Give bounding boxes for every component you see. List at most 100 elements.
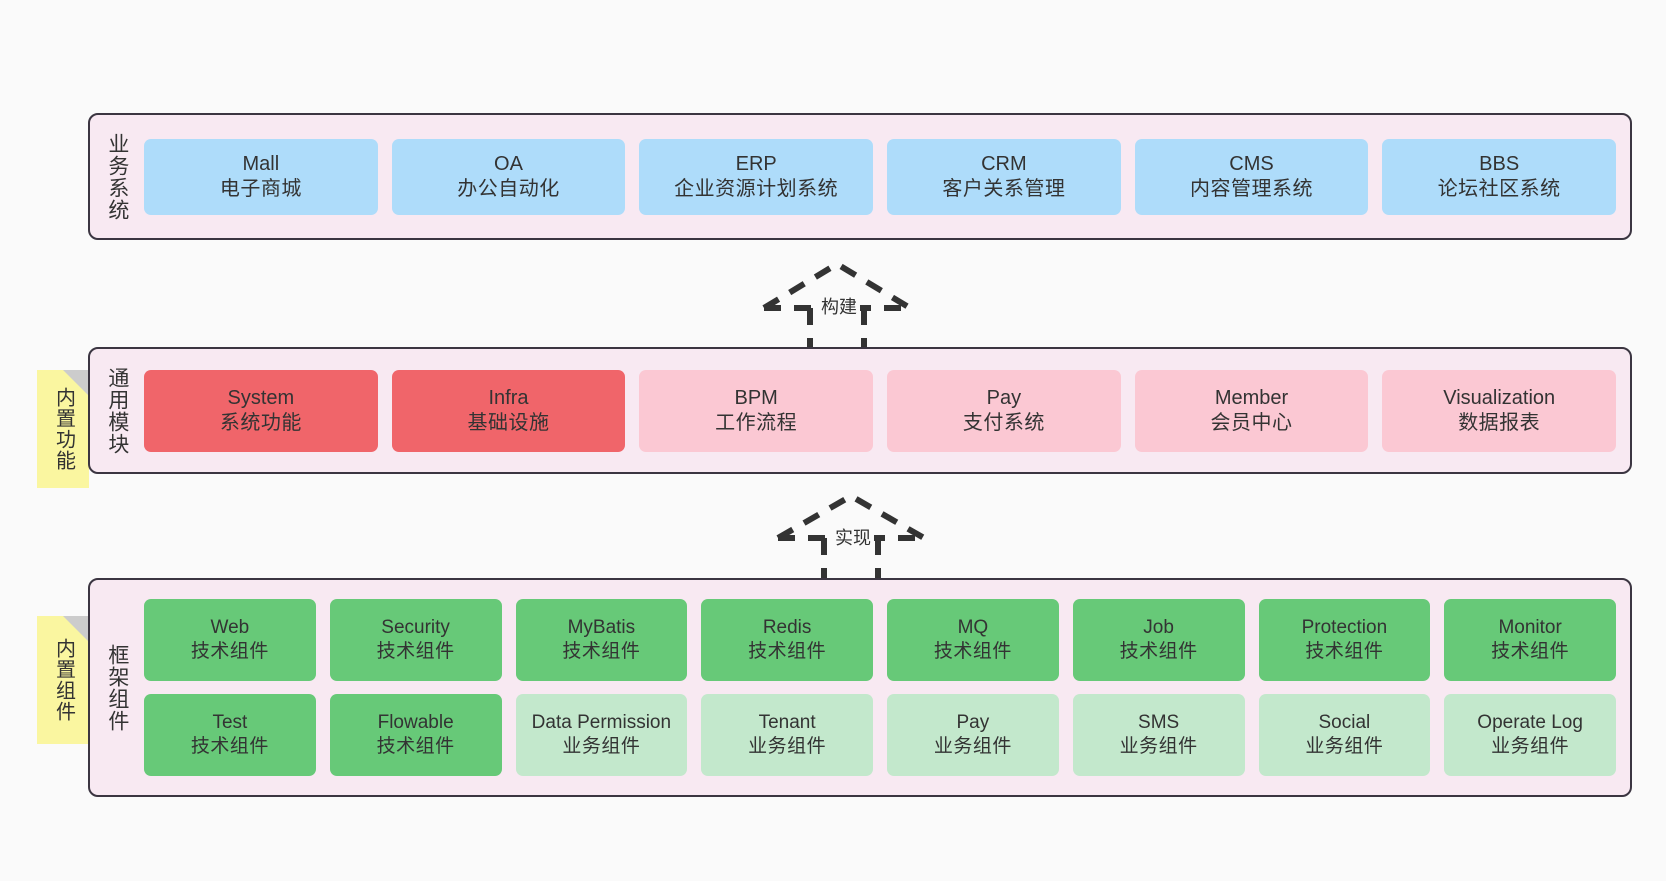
box-tenant-en: Tenant [758, 712, 816, 734]
box-cms-en: CMS [1229, 152, 1274, 175]
box-infra-cn: 基础设施 [467, 411, 550, 434]
box-protection[interactable]: Protection 技术组件 [1258, 599, 1431, 681]
box-redis[interactable]: Redis 技术组件 [701, 599, 873, 681]
layer-common-modules: 通用模块 System 系统功能 Infra 基础设施 BPM 工作流程 Pay… [88, 347, 1632, 474]
box-protection-cn: 技术组件 [1305, 641, 1384, 662]
box-crm[interactable]: CRM 客户关系管理 [887, 138, 1121, 215]
box-web[interactable]: Web 技术组件 [144, 599, 316, 681]
box-system-en: System [227, 386, 295, 409]
relation-build-label: 构建 [818, 293, 860, 319]
box-mybatis-en: MyBatis [567, 617, 636, 639]
box-bpm-cn: 工作流程 [715, 411, 798, 434]
box-erp-cn: 企业资源计划系统 [674, 177, 839, 200]
box-redis-en: Redis [762, 617, 812, 639]
layer-framework-components-body: Web 技术组件 Security 技术组件 MyBatis 技术组件 Redi… [144, 580, 1630, 795]
box-oa-en: OA [494, 152, 523, 175]
box-social[interactable]: Social 业务组件 [1258, 694, 1431, 776]
box-member-cn: 会员中心 [1210, 411, 1293, 434]
box-flowable[interactable]: Flowable 技术组件 [329, 694, 502, 776]
box-data-permission-en: Data Permission [531, 712, 672, 734]
box-security-en: Security [381, 617, 450, 639]
box-monitor[interactable]: Monitor 技术组件 [1444, 599, 1616, 681]
box-operate-log[interactable]: Operate Log 业务组件 [1444, 694, 1616, 776]
box-mybatis[interactable]: MyBatis 技术组件 [515, 599, 688, 681]
box-bbs-en: BBS [1479, 152, 1520, 175]
box-test[interactable]: Test 技术组件 [144, 694, 316, 776]
box-web-en: Web [210, 617, 250, 639]
box-flowable-cn: 技术组件 [376, 736, 455, 757]
box-cms[interactable]: CMS 内容管理系统 [1134, 138, 1369, 215]
box-mq-en: MQ [957, 617, 989, 639]
box-web-cn: 技术组件 [190, 641, 269, 662]
box-visualization-en: Visualization [1443, 386, 1556, 409]
box-sms[interactable]: SMS 业务组件 [1072, 694, 1245, 776]
box-member[interactable]: Member 会员中心 [1134, 369, 1369, 452]
box-bbs[interactable]: BBS 论坛社区系统 [1382, 138, 1617, 215]
box-bbs-cn: 论坛社区系统 [1437, 177, 1561, 200]
framework-business-row: Test 技术组件 Flowable 技术组件 Data Permission … [144, 694, 1616, 776]
box-mybatis-cn: 技术组件 [562, 641, 641, 662]
relation-implement: 实现 [766, 490, 936, 578]
box-social-en: Social [1318, 712, 1371, 734]
note-fold-corner-icon [63, 370, 89, 396]
box-infra[interactable]: Infra 基础设施 [391, 369, 626, 452]
box-crm-cn: 客户关系管理 [942, 177, 1066, 200]
box-monitor-cn: 技术组件 [1491, 641, 1570, 662]
note-builtin-function: 内置功能 [37, 370, 89, 488]
note-builtin-component-label: 内置组件 [52, 638, 75, 722]
box-pay-module-en: Pay [986, 386, 1022, 409]
box-sms-cn: 业务组件 [1119, 736, 1198, 757]
box-cms-cn: 内容管理系统 [1190, 177, 1314, 200]
box-system-cn: 系统功能 [219, 411, 302, 434]
box-test-en: Test [212, 712, 248, 734]
box-bpm[interactable]: BPM 工作流程 [639, 369, 874, 452]
note-builtin-component: 内置组件 [37, 616, 89, 744]
box-mall[interactable]: Mall 电子商城 [144, 138, 378, 215]
layer-framework-components: 框架组件 Web 技术组件 Security 技术组件 MyBatis 技术组件… [88, 578, 1632, 797]
box-pay-module[interactable]: Pay 支付系统 [887, 369, 1121, 452]
box-member-en: Member [1214, 386, 1289, 409]
box-data-permission[interactable]: Data Permission 业务组件 [515, 694, 688, 776]
box-tenant[interactable]: Tenant 业务组件 [701, 694, 873, 776]
box-job[interactable]: Job 技术组件 [1072, 599, 1245, 681]
box-social-cn: 业务组件 [1305, 736, 1384, 757]
business-box-row: Mall 电子商城 OA 办公自动化 ERP 企业资源计划系统 CRM 客户关系… [144, 138, 1617, 215]
layer-business-system-title: 业务系统 [105, 132, 129, 221]
layer-business-system-body: Mall 电子商城 OA 办公自动化 ERP 企业资源计划系统 CRM 客户关系… [144, 115, 1630, 238]
box-mq[interactable]: MQ 技术组件 [887, 599, 1059, 681]
box-data-permission-cn: 业务组件 [562, 736, 641, 757]
box-pay-component[interactable]: Pay 业务组件 [887, 694, 1059, 776]
box-operate-log-en: Operate Log [1477, 712, 1583, 734]
box-mq-cn: 技术组件 [933, 641, 1012, 662]
box-pay-module-cn: 支付系统 [962, 411, 1045, 434]
box-erp[interactable]: ERP 企业资源计划系统 [639, 138, 874, 215]
layer-common-modules-title: 通用模块 [105, 366, 129, 455]
box-erp-en: ERP [735, 152, 777, 175]
framework-tech-row: Web 技术组件 Security 技术组件 MyBatis 技术组件 Redi… [144, 599, 1616, 681]
box-visualization[interactable]: Visualization 数据报表 [1382, 369, 1617, 452]
box-flowable-en: Flowable [377, 712, 454, 734]
box-security[interactable]: Security 技术组件 [329, 599, 502, 681]
box-redis-cn: 技术组件 [748, 641, 827, 662]
box-tenant-cn: 业务组件 [748, 736, 827, 757]
box-mall-en: Mall [242, 152, 280, 175]
box-pay-component-en: Pay [956, 712, 990, 734]
box-operate-log-cn: 业务组件 [1491, 736, 1570, 757]
box-job-en: Job [1143, 617, 1174, 639]
modules-box-row: System 系统功能 Infra 基础设施 BPM 工作流程 Pay 支付系统… [144, 369, 1617, 452]
box-monitor-en: Monitor [1498, 617, 1562, 639]
box-test-cn: 技术组件 [190, 736, 269, 757]
box-job-cn: 技术组件 [1119, 641, 1198, 662]
box-system[interactable]: System 系统功能 [144, 369, 378, 452]
box-visualization-cn: 数据报表 [1458, 411, 1541, 434]
box-bpm-en: BPM [734, 386, 778, 409]
relation-implement-label: 实现 [832, 524, 874, 550]
note-builtin-function-label: 内置功能 [52, 387, 75, 471]
box-crm-en: CRM [981, 152, 1027, 175]
layer-common-modules-body: System 系统功能 Infra 基础设施 BPM 工作流程 Pay 支付系统… [144, 349, 1630, 472]
box-sms-en: SMS [1138, 712, 1180, 734]
layer-business-system: 业务系统 Mall 电子商城 OA 办公自动化 ERP 企业资源计划系统 CRM… [88, 113, 1632, 240]
box-oa-cn: 办公自动化 [457, 177, 560, 200]
box-oa[interactable]: OA 办公自动化 [391, 138, 626, 215]
